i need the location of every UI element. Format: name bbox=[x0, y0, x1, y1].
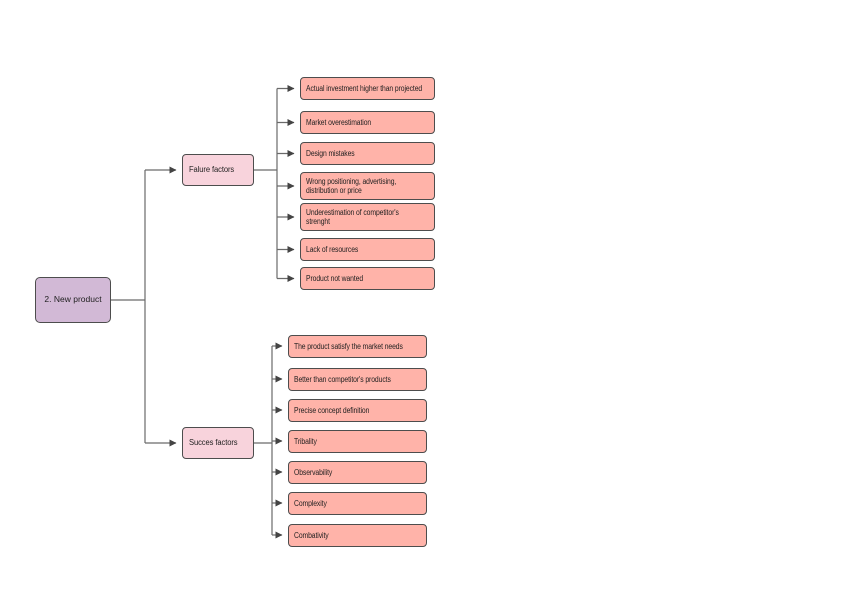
success-factor-label: The product satisfy the market needs bbox=[294, 341, 403, 351]
failure-factor-label: Lack of resources bbox=[306, 244, 359, 254]
failure-factor-node[interactable]: Product not wanted bbox=[300, 267, 435, 290]
success-factor-node[interactable]: Better than competitor's products bbox=[288, 368, 427, 391]
failure-factor-node[interactable]: Design mistakes bbox=[300, 142, 435, 165]
failure-factor-node[interactable]: Actual investment higher than projected bbox=[300, 77, 435, 100]
failure-factor-node[interactable]: Wrong positioning, advertising, distribu… bbox=[300, 172, 435, 200]
failure-factor-label: Underestimation of competitor's strenght bbox=[306, 207, 399, 226]
success-factor-node[interactable]: Combativity bbox=[288, 524, 427, 547]
failure-factor-node[interactable]: Market overestimation bbox=[300, 111, 435, 134]
success-factor-node[interactable]: Observability bbox=[288, 461, 427, 484]
success-factor-node[interactable]: Precise concept definition bbox=[288, 399, 427, 422]
success-factor-label: Observability bbox=[294, 467, 333, 477]
root-node-label: 2. New product bbox=[44, 294, 102, 305]
success-factor-label: Combativity bbox=[294, 530, 329, 540]
success-factor-node[interactable]: Complexity bbox=[288, 492, 427, 515]
failure-factor-label: Market overestimation bbox=[306, 117, 372, 127]
failure-factor-label: Wrong positioning, advertising, distribu… bbox=[306, 176, 397, 195]
failure-factor-label: Product not wanted bbox=[306, 273, 364, 283]
failure-factor-label: Actual investment higher than projected bbox=[306, 83, 423, 93]
branch-success-label: Succes factors bbox=[189, 438, 238, 448]
success-factor-label: Better than competitor's products bbox=[294, 374, 391, 384]
success-factor-label: Tribality bbox=[294, 436, 317, 446]
failure-factor-node[interactable]: Underestimation of competitor's strenght bbox=[300, 203, 435, 231]
success-factor-label: Precise concept definition bbox=[294, 405, 370, 415]
success-factor-node[interactable]: Tribality bbox=[288, 430, 427, 453]
failure-factor-label: Design mistakes bbox=[306, 148, 355, 158]
branch-failure-label: Falure factors bbox=[189, 165, 235, 175]
root-node[interactable]: 2. New product bbox=[35, 277, 111, 323]
branch-node-failure-factors[interactable]: Falure factors bbox=[182, 154, 254, 186]
failure-factor-node[interactable]: Lack of resources bbox=[300, 238, 435, 261]
success-factor-label: Complexity bbox=[294, 498, 327, 508]
branch-node-success-factors[interactable]: Succes factors bbox=[182, 427, 254, 459]
success-factor-node[interactable]: The product satisfy the market needs bbox=[288, 335, 427, 358]
